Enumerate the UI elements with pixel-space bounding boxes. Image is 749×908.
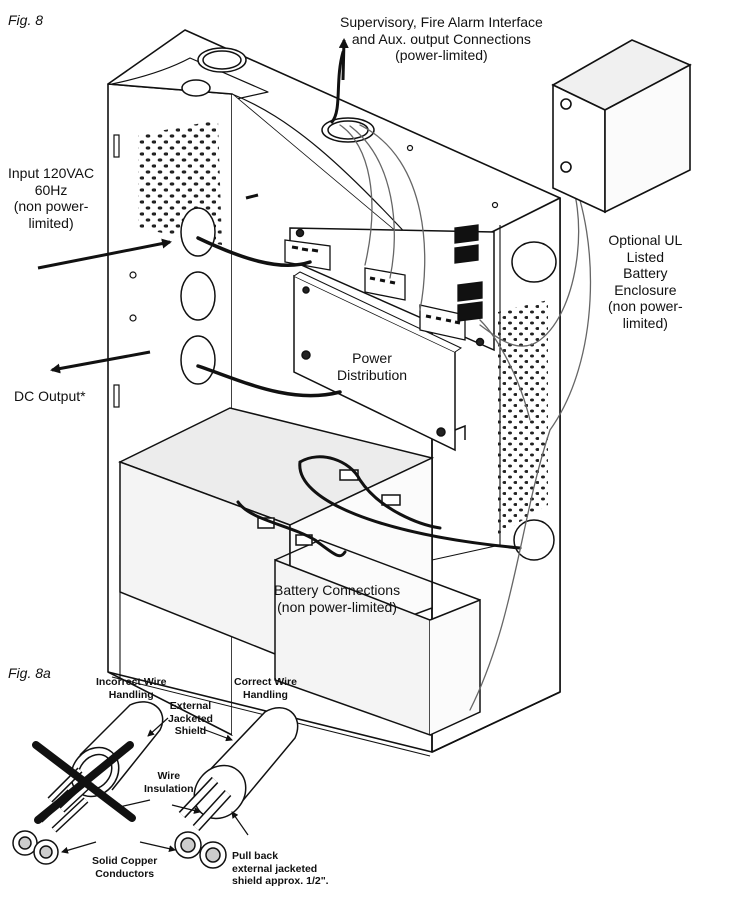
right-vent-pattern [498,300,548,535]
power-distribution-board [293,271,466,452]
input-line-4: limited) [28,214,74,231]
incorrect-line-2: Handling [108,688,154,701]
external-shield-line-1: External [169,700,212,712]
input-line-3: (non power- [13,198,89,215]
battery-connections-callout: Battery Connections (non power-limited) [274,582,400,615]
figure-8-label: Fig. 8 [8,12,44,28]
supervisory-line-1: Supervisory, Fire Alarm Interface [340,14,543,30]
battery-enclosure-line-4: Enclosure [614,281,677,298]
external-shield-label: External Jacketed Shield [168,700,213,738]
battery-enclosure-line-1: Optional UL [608,232,683,248]
wire-insulation-line-1: Wire [157,770,181,782]
battery-enclosure-box [551,39,692,214]
fig8a-pointers [61,717,249,854]
power-distribution-callout: Power Distribution [337,350,407,383]
supervisory-line-3: (power-limited) [395,47,488,64]
enclosure-slots [113,134,499,408]
input-callout: Input 120VAC 60Hz (non power- limited) [8,165,94,231]
power-distribution-line-2: Distribution [337,366,408,383]
terminal-blocks [284,224,483,341]
incorrect-line-1: Incorrect Wire [96,676,167,688]
battery-connections-line-1: Battery Connections [274,582,401,598]
supervisory-line-2: and Aux. output Connections [351,30,531,47]
dc-output-callout: DC Output* [14,388,86,404]
battery-enclosure-line-2: Listed [626,248,665,265]
pull-back-line-2: external jacketed [232,862,318,875]
battery-enclosure-line-5: (non power- [608,298,683,315]
external-shield-line-3: Shield [174,725,207,738]
battery-enclosure-line-6: limited) [622,314,668,331]
pull-back-label: Pull back external jacketed shield appro… [232,850,329,888]
solid-copper-line-1: Solid Copper [92,855,158,867]
battery-connections-line-2: (non power-limited) [277,598,397,615]
correct-line-2: Handling [243,688,288,701]
correct-line-1: Correct Wire [234,676,297,688]
battery-enclosure-callout: Optional UL Listed Battery Enclosure (no… [608,232,683,331]
solid-copper-line-2: Conductors [95,867,155,880]
pull-back-line-3: shield approx. 1/2". [232,875,329,888]
wire-insulation-line-2: Insulation [144,782,194,795]
input-line-2: 60Hz [34,181,68,198]
external-shield-line-2: Jacketed [168,712,213,725]
battery-enclosure-line-3: Battery [623,265,668,282]
figure-8a-label: Fig. 8a [8,665,51,681]
supervisory-callout: Supervisory, Fire Alarm Interface and Au… [340,14,543,64]
incorrect-wire-label: Incorrect Wire Handling [96,676,167,701]
correct-wire-label: Correct Wire Handling [234,676,297,701]
input-line-1: Input 120VAC [8,165,95,181]
power-distribution-line-1: Power [352,350,392,366]
correct-cable [174,707,299,869]
wire-insulation-label: Wire Insulation [144,770,194,795]
wires [196,50,592,711]
callout-arrows [37,38,349,374]
solid-copper-label: Solid Copper Conductors [92,855,157,880]
pull-back-line-1: Pull back [232,850,279,862]
